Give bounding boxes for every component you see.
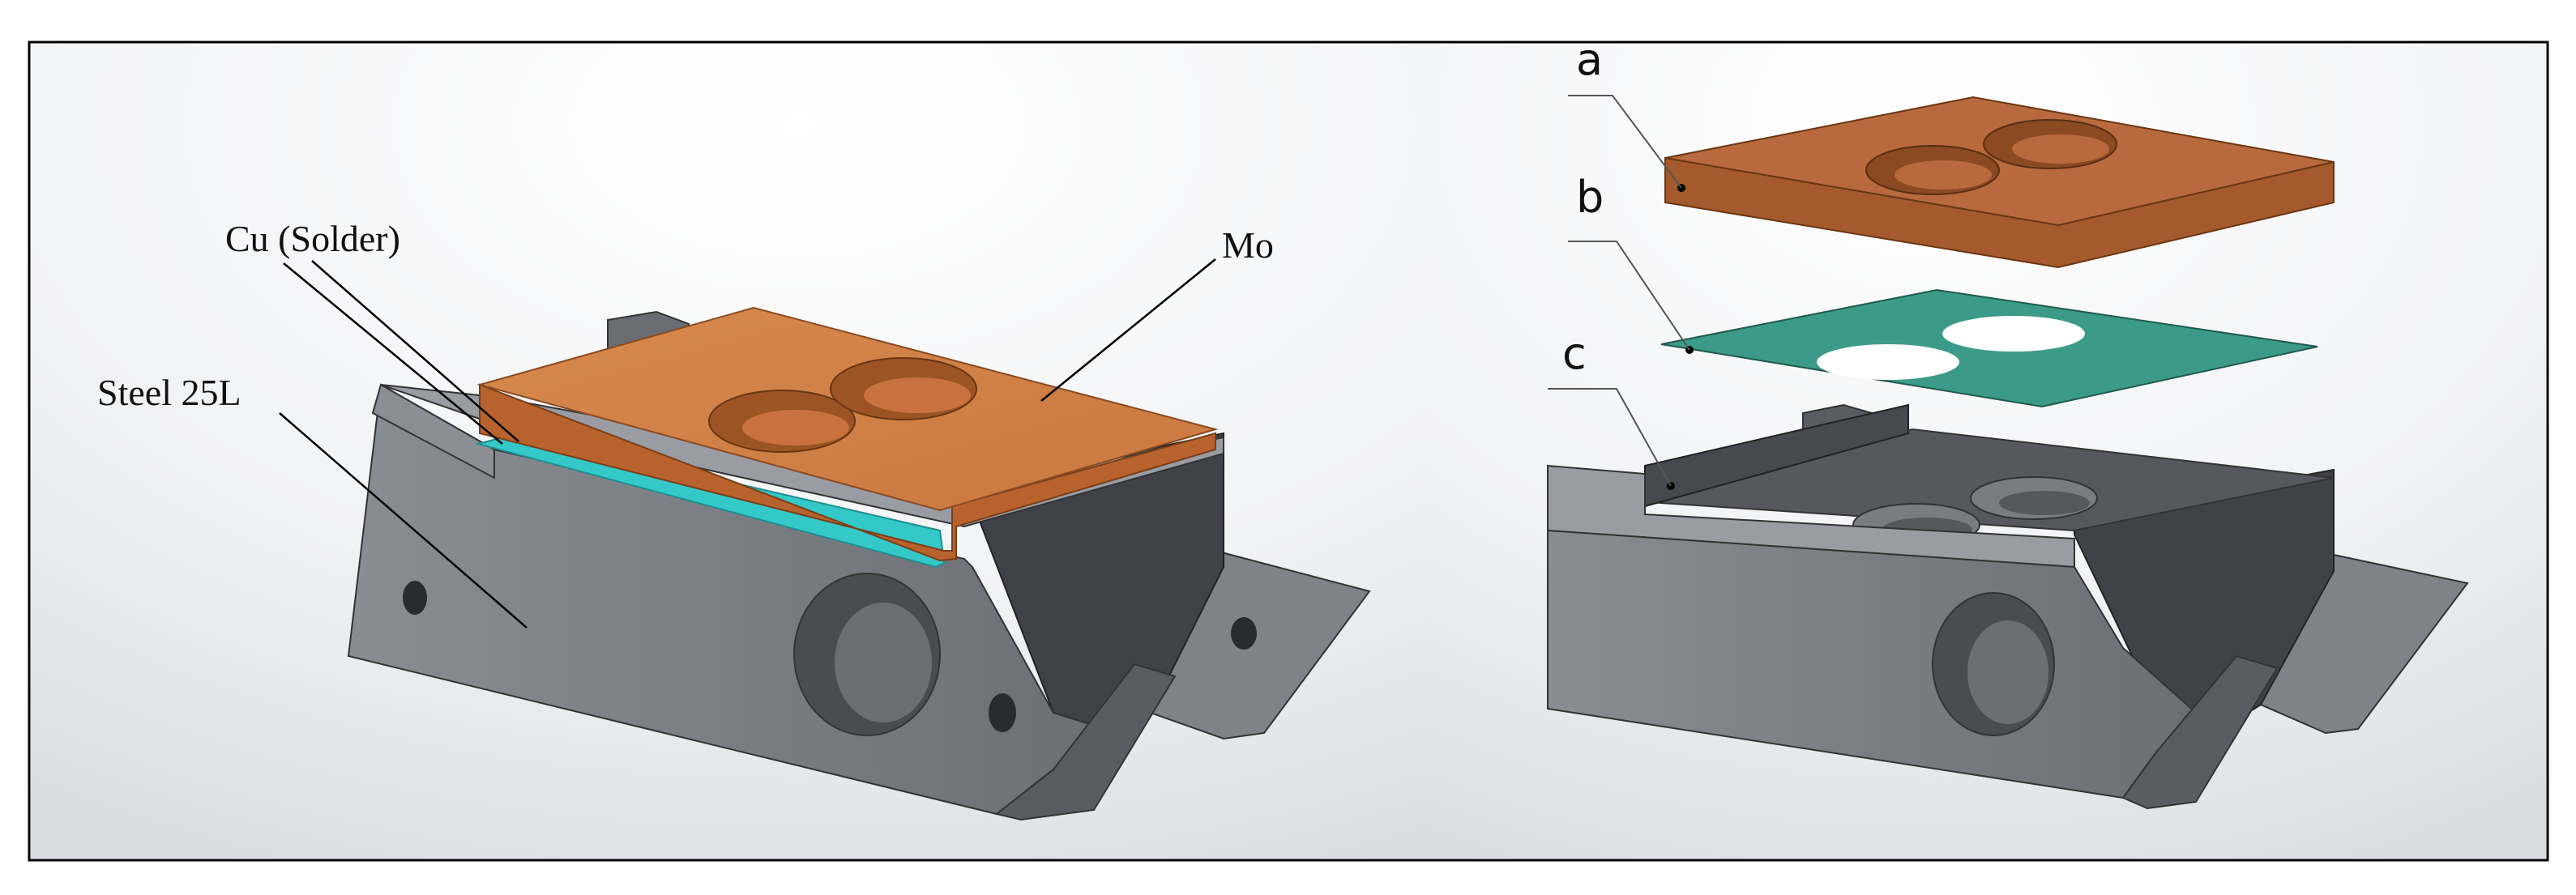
leader-mo <box>1040 258 1216 402</box>
leader-c <box>1548 388 1672 487</box>
label-cu-solder: Cu (Solder) <box>225 218 400 259</box>
left-panel-assembled: Cu (Solder) Mo Steel 25L <box>31 44 1426 859</box>
label-mo: Mo <box>1222 224 1274 266</box>
leader-a <box>1568 95 1682 189</box>
steel-big-bore-inner <box>835 603 932 722</box>
part-c-front-foot <box>2121 654 2279 810</box>
label-a: a <box>1576 34 1603 85</box>
steel-small-hole <box>989 693 1016 732</box>
part-b-hole-1 <box>1817 344 1959 380</box>
steel-right-flange-hole <box>1231 617 1257 650</box>
label-c: c <box>1562 328 1587 379</box>
steel-left-hole <box>403 581 427 615</box>
label-steel-25l: Steel 25L <box>97 372 241 413</box>
mo-plate-front-face <box>479 383 1216 562</box>
mo-plate-hole-2-inner <box>864 377 971 413</box>
mo-plate-hole-1-inner <box>742 410 849 445</box>
leader-b <box>1568 241 1690 351</box>
part-a-top-face <box>1664 96 2335 227</box>
part-a-hole-1-inner <box>1895 160 1992 190</box>
leader-steel <box>279 412 528 629</box>
right-panel-exploded: a b c <box>1426 34 2546 859</box>
steel-front-lip <box>371 383 495 479</box>
steel-front-foot <box>994 663 1177 821</box>
label-b: b <box>1576 172 1604 223</box>
part-a-hole-2-inner <box>2012 134 2109 164</box>
leader-solder-2 <box>311 260 519 442</box>
part-c-pocket-hole-2-inner <box>1999 491 2090 515</box>
part-b-hole-2 <box>1942 316 2085 352</box>
part-c-big-bore-inner <box>1967 620 2048 724</box>
leader-solder-1 <box>283 262 503 445</box>
